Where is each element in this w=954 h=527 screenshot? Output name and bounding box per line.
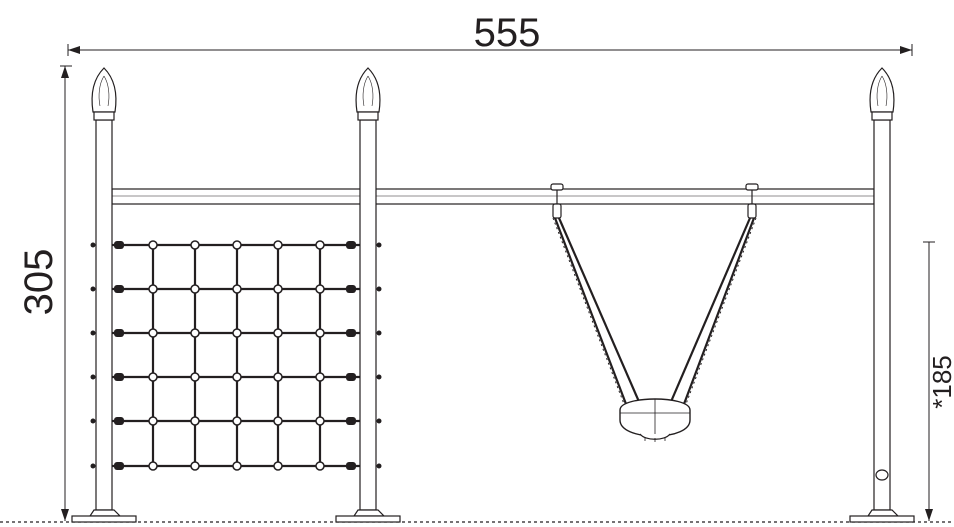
post-left [71,119,137,523]
net-vertical-ropes [151,245,322,466]
post-right [849,119,915,523]
swing-chains-links [552,217,757,405]
swing-hanger-left [550,183,564,219]
height-dimension [60,65,72,521]
finial-left [91,67,117,121]
finial-middle [355,67,381,121]
net-fittings-right [346,241,382,470]
swing [550,183,759,442]
climbing-net [90,240,382,471]
finial-right [869,67,895,121]
swing-height-dimension-label: *185 [927,355,954,409]
swing-seat [619,398,691,442]
swing-height-dimension [923,241,935,521]
swing-chains [553,217,756,405]
net-fittings-left [90,241,124,470]
width-dimension-label: 555 [474,11,541,55]
top-beam [111,188,875,205]
swing-hanger-right [745,183,759,219]
width-dimension [67,44,913,56]
net-knots [148,240,325,471]
post-middle [335,119,401,523]
height-dimension-label: 305 [17,249,61,316]
